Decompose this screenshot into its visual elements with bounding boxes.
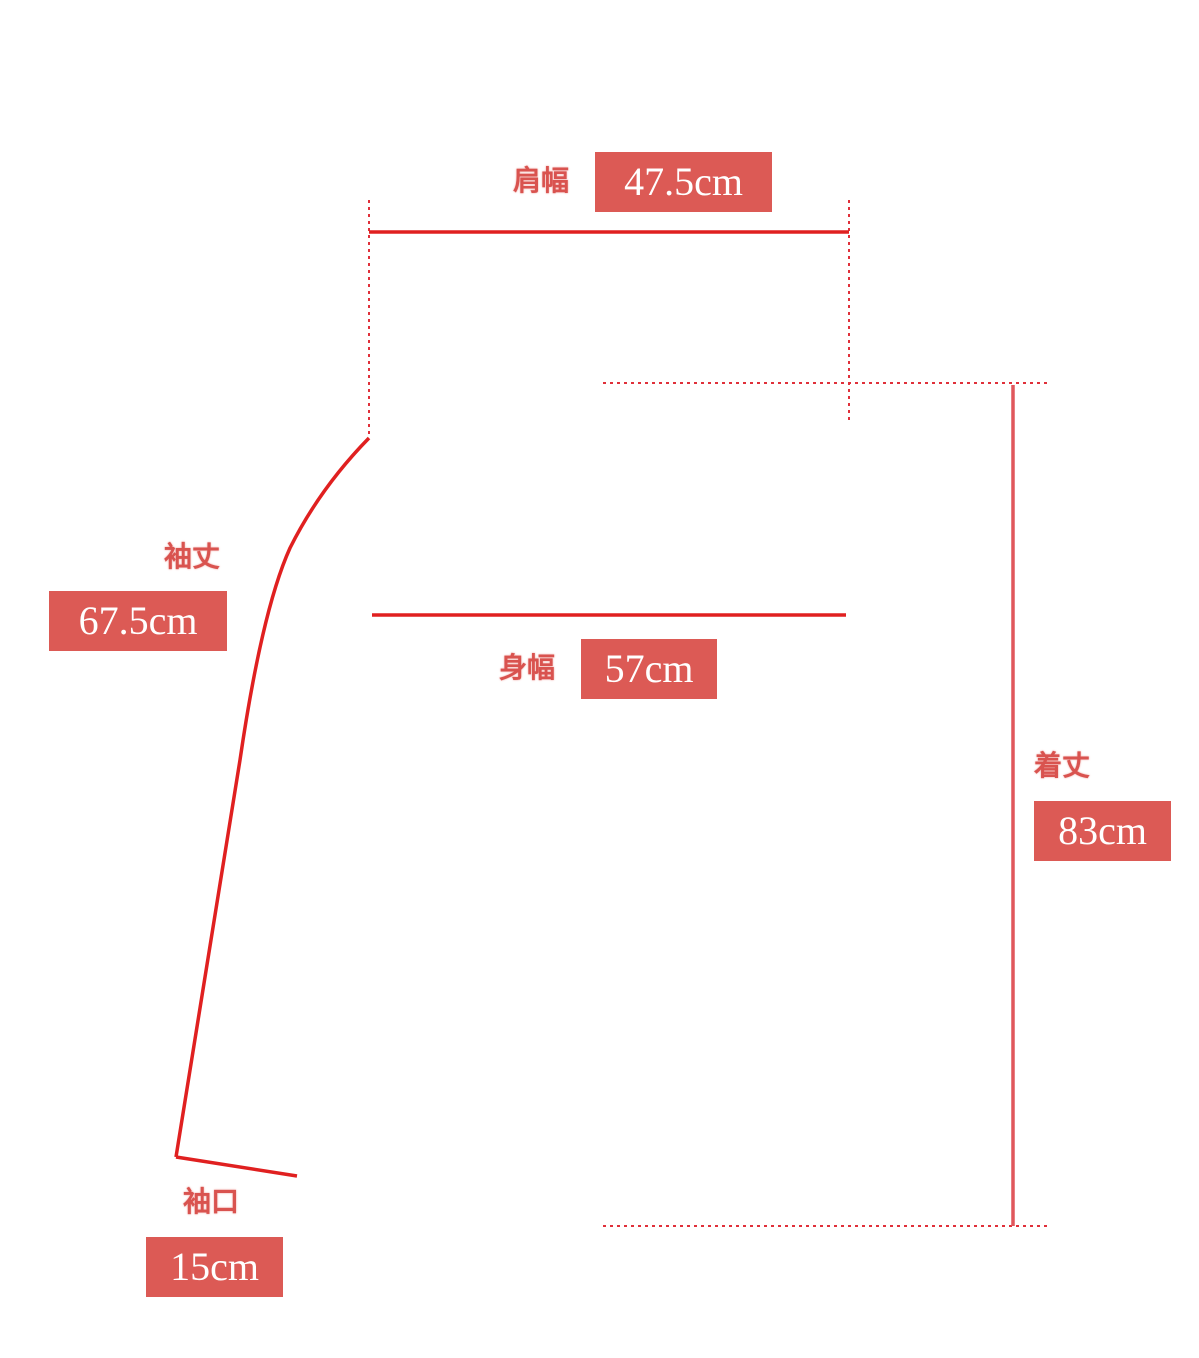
cuff-width-label: 袖口 bbox=[183, 1185, 240, 1218]
total-length-label: 着丈 bbox=[1034, 749, 1091, 782]
sleeve-length-line bbox=[174, 436, 371, 1158]
sleeve-length-value: 67.5cm bbox=[49, 591, 227, 651]
total-length-value: 83cm bbox=[1034, 801, 1171, 861]
cuff-width-line bbox=[175, 1155, 298, 1178]
body-width-label: 身幅 bbox=[499, 651, 556, 684]
cuff-width-value: 15cm bbox=[146, 1237, 283, 1297]
body-width-value: 57cm bbox=[581, 639, 717, 699]
sleeve-length-label: 袖丈 bbox=[164, 540, 221, 573]
shoulder-width-label: 肩幅 bbox=[513, 164, 570, 197]
shoulder-width-value: 47.5cm bbox=[595, 152, 772, 212]
